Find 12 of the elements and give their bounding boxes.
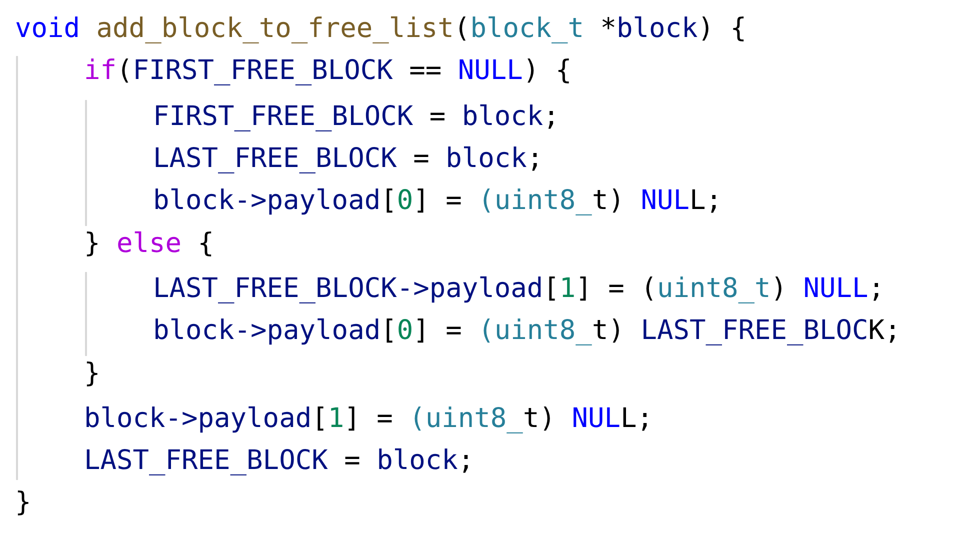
code-line: }: [84, 357, 100, 391]
code-line: block->payload[1] = (uint8_t) NULL;: [84, 402, 653, 436]
code-line: void add_block_to_free_list(block_t *block) {: [15, 12, 747, 46]
code-line: block->payload[0] = (uint8_t) NULL;: [153, 184, 722, 218]
code-line: FIRST_FREE_BLOCK = block;: [153, 100, 560, 134]
code-line: LAST_FREE_BLOCK->payload[1] = (uint8_t) NULL;: [153, 272, 885, 306]
code-line: block->payload[0] = (uint8_t) LAST_FREE_BLOCK;: [153, 314, 901, 348]
code-line: LAST_FREE_BLOCK = block;: [153, 142, 544, 176]
code-line: LAST_FREE_BLOCK = block;: [84, 444, 474, 478]
code-line: }: [15, 486, 32, 520]
code-line: if(FIRST_FREE_BLOCK == NULL) {: [84, 54, 572, 88]
code-line: } else {: [84, 227, 214, 261]
